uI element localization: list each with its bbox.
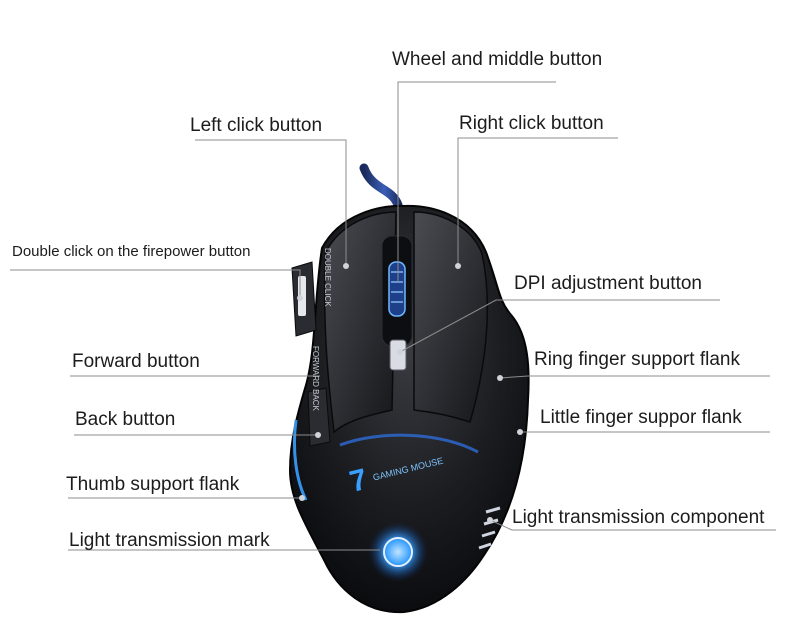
label-dpi-adjustment-button: DPI adjustment button: [514, 273, 702, 294]
dpi-button-shape: [389, 339, 407, 371]
left-click-button-shape: [323, 211, 397, 434]
right-click-button-shape: [413, 211, 489, 423]
label-double-click-firepower: Double click on the firepower button: [12, 243, 251, 260]
label-forward-button: Forward button: [72, 351, 200, 372]
label-wheel-middle-button: Wheel and middle button: [392, 49, 603, 70]
label-right-click-button: Right click button: [459, 113, 604, 134]
label-back-button: Back button: [75, 409, 176, 430]
label-light-transmission-component: Light transmission component: [512, 507, 765, 528]
logo-glow: [368, 522, 428, 582]
forward-back-print: FORWARD BACK: [311, 346, 320, 412]
scroll-wheel: [388, 261, 406, 317]
label-ring-finger-flank: Ring finger support flank: [534, 349, 740, 370]
leader-lines: [10, 81, 776, 551]
label-little-finger-flank: Little finger suppor flank: [540, 407, 742, 428]
double-click-print: DOUBLE CLICK: [323, 248, 332, 307]
thumb-flank-light: [293, 419, 308, 501]
logo-mark: [383, 537, 413, 567]
label-light-transmission-mark: Light transmission mark: [69, 530, 270, 551]
label-thumb-support-flank: Thumb support flank: [66, 474, 240, 495]
leader-dots: [297, 263, 523, 523]
label-left-click-button: Left click button: [190, 115, 323, 136]
forward-back-shape: [307, 387, 331, 447]
palm-light-strip: [339, 433, 479, 454]
